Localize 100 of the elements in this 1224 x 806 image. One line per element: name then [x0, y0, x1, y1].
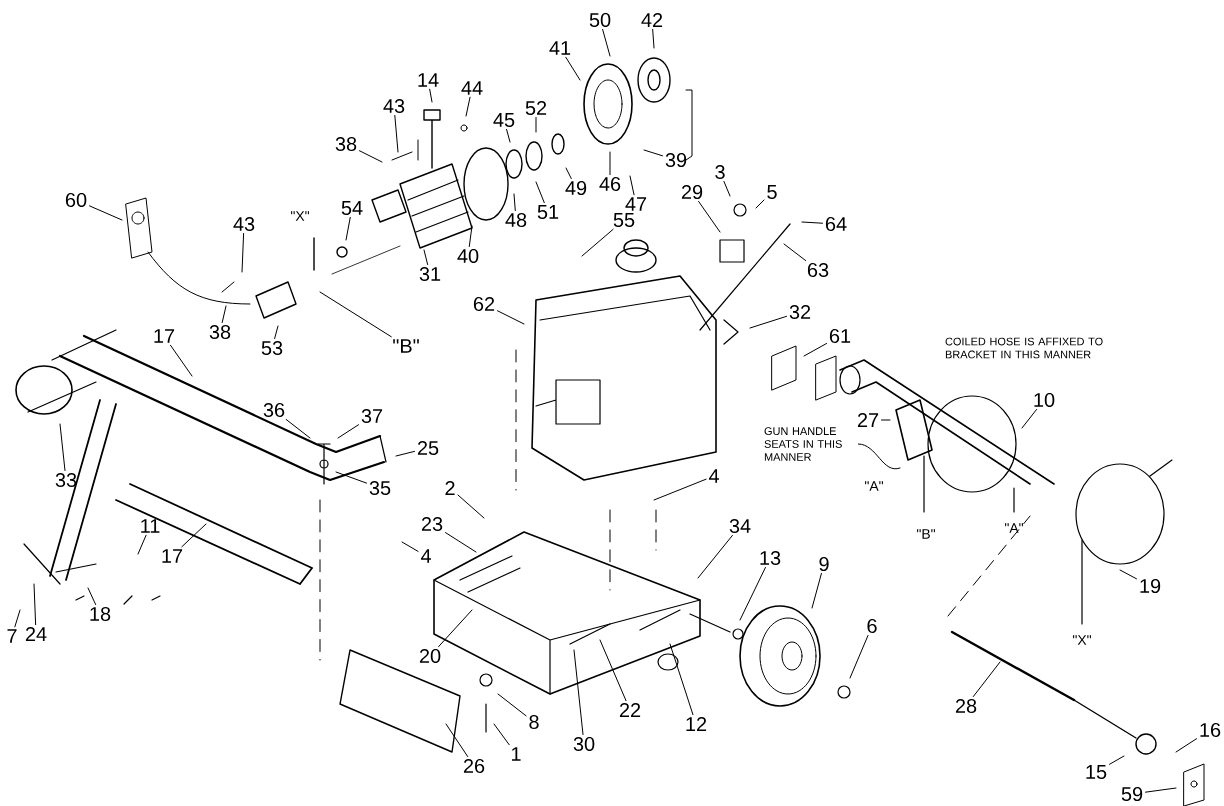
- leader-line: [429, 88, 433, 103]
- callout-number: 14: [418, 73, 439, 87]
- callout-number: 25: [417, 440, 439, 456]
- leader-line: [87, 587, 97, 606]
- leader-line: [337, 424, 360, 439]
- leader-line: [643, 149, 664, 157]
- callout-number: 16: [1200, 722, 1221, 738]
- leader-line: [535, 181, 545, 204]
- callout-number: 24: [25, 627, 47, 641]
- leader-line: [445, 532, 477, 553]
- leader-line: [401, 541, 419, 552]
- leader-line: [170, 344, 193, 377]
- callout-number: 8: [529, 714, 539, 730]
- callout-number: 55: [613, 213, 635, 227]
- leader-line: [493, 723, 510, 746]
- leader-line: [535, 116, 537, 133]
- callout-number: 37: [361, 408, 383, 424]
- callout-number: 32: [789, 304, 811, 320]
- leader-line: [468, 225, 473, 248]
- leader-line: [1021, 408, 1038, 429]
- leader-line: [739, 566, 766, 621]
- callout-number: 17: [162, 549, 183, 563]
- leader-line: [274, 325, 279, 340]
- leader-line: [783, 243, 807, 262]
- callout-number: 43: [383, 98, 405, 114]
- leader-line: [602, 28, 611, 57]
- leader-line: [1119, 569, 1138, 580]
- leader-line: [445, 723, 469, 758]
- callout-number: 27: [857, 413, 879, 427]
- leader-line: [497, 310, 525, 325]
- leader-line: [513, 193, 516, 212]
- leader-line: [849, 634, 869, 679]
- leader-line: [1145, 787, 1177, 793]
- leader-line: [599, 639, 627, 702]
- leader-line: [1175, 738, 1198, 753]
- leader-line: [857, 443, 901, 470]
- leader-line: [285, 418, 311, 439]
- callout-number: 38: [209, 324, 231, 340]
- leader-line: [881, 419, 891, 421]
- callout-number: "B": [393, 339, 419, 353]
- callout-number: 39: [665, 152, 687, 168]
- callout-number: 4: [708, 469, 719, 483]
- leader-line: [423, 249, 429, 266]
- leader-line: [457, 494, 485, 519]
- callout-number: 28: [955, 698, 977, 714]
- callout-number: 23: [421, 516, 443, 532]
- callout-number: 18: [90, 606, 111, 622]
- callout-number: 60: [65, 192, 87, 208]
- callout-number: 2: [445, 481, 455, 495]
- leader-line: [972, 661, 1001, 698]
- leader-line: [581, 228, 614, 257]
- callout-number: 48: [505, 212, 527, 228]
- callout-number: 47: [625, 197, 647, 211]
- leader-line: [335, 471, 368, 484]
- leader-line: [319, 291, 392, 338]
- leader-line: [698, 200, 721, 233]
- leader-line: [181, 523, 207, 548]
- leader-line: [653, 478, 707, 501]
- callout-number: 45: [493, 113, 515, 127]
- leader-line: [506, 128, 511, 143]
- leader-line: [395, 450, 416, 457]
- leader-line: [609, 151, 611, 176]
- leader-line: [565, 167, 572, 180]
- leader-line: [749, 315, 788, 329]
- leader-line: [33, 583, 37, 626]
- callout-number: 59: [1121, 786, 1143, 802]
- callout-number: 62: [473, 296, 495, 312]
- leader-line: [497, 693, 527, 717]
- callout-number: 9: [819, 556, 829, 572]
- leader-line: [565, 56, 581, 81]
- leader-line: [723, 180, 731, 197]
- callout-number: 43: [233, 216, 255, 232]
- callout-number: 19: [1140, 578, 1161, 594]
- callout-number: 50: [589, 12, 611, 28]
- callout-number: 10: [1034, 392, 1055, 408]
- leader-line: [801, 221, 824, 224]
- leader-line: [241, 232, 245, 273]
- callout-number: 52: [525, 100, 547, 116]
- callout-number: 13: [760, 550, 781, 566]
- callout-number: 49: [565, 180, 587, 196]
- callout-number: 7: [7, 629, 17, 643]
- callout-number: 64: [825, 216, 847, 232]
- callout-number: 12: [686, 717, 707, 731]
- leader-line: [652, 28, 655, 49]
- leader-line: [669, 643, 694, 716]
- leader-line: [755, 199, 765, 209]
- callout-number: 15: [1086, 765, 1107, 779]
- callout-number: 38: [335, 136, 357, 152]
- callout-number: 26: [463, 758, 485, 774]
- leader-line: [59, 423, 66, 472]
- leader-line: [14, 609, 21, 628]
- leader-line: [394, 114, 399, 153]
- callout-number: 11: [141, 519, 160, 533]
- callout-number: 34: [729, 518, 751, 534]
- callout-number: 29: [681, 184, 703, 200]
- leader-line: [137, 534, 147, 555]
- callout-number: 54: [341, 201, 363, 215]
- callout-number: 17: [154, 329, 175, 343]
- callout-number: 22: [619, 703, 641, 717]
- callout-number: 36: [263, 402, 285, 418]
